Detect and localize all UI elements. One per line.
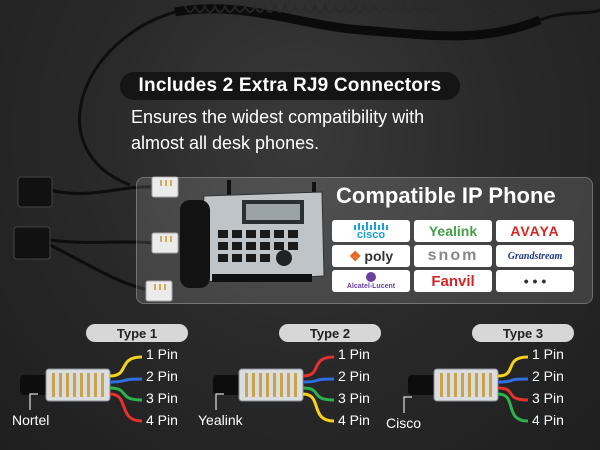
type-1-contact — [73, 373, 76, 397]
type-3-pin-3: 3 Pin — [532, 390, 564, 406]
type-3-contact — [454, 373, 457, 397]
type-1-wire-1 — [109, 355, 143, 378]
subtitle-line-1: Ensures the widest compatibility with — [131, 107, 425, 127]
type-2-pin-3: 3 Pin — [338, 390, 370, 406]
type-2-wire-1 — [302, 355, 335, 378]
type-1-wire-3 — [109, 386, 143, 402]
type-3-connector — [433, 368, 499, 402]
logo-yealink: Yealink — [414, 220, 492, 242]
type-2-contact — [245, 373, 248, 397]
type-2-contact — [287, 373, 290, 397]
type-1-contact — [59, 373, 62, 397]
logo-more: • • • — [496, 270, 574, 292]
type-2-contact — [252, 373, 255, 397]
type-3-contact — [447, 373, 450, 397]
logo-cisco: cisco — [332, 220, 410, 242]
type-3-pin-1: 1 Pin — [532, 346, 564, 362]
type-1-wiring — [20, 355, 143, 423]
compatible-ip-phone-title: Compatible IP Phone — [336, 183, 556, 208]
type-3-contact — [489, 373, 492, 397]
type-1-wire-2 — [109, 377, 143, 384]
type-1-pin-1: 1 Pin — [146, 346, 178, 362]
poly-icon: ❖ — [348, 247, 362, 264]
type-2-pin-2: 2 Pin — [338, 368, 370, 384]
type-2-wire-2 — [302, 377, 335, 384]
type-3-pin-4: 4 Pin — [532, 412, 564, 428]
logo-grandstream: Grandstream — [496, 245, 574, 267]
type-1-pin-2: 2 Pin — [146, 368, 178, 384]
type-3-brand-pointer — [403, 396, 412, 413]
type-1-brand-pointer — [29, 393, 38, 410]
type-1-contact — [52, 373, 55, 397]
subtitle-line-2: almost all desk phones. — [131, 133, 320, 153]
logo-avaya: AVAYA — [496, 220, 574, 242]
type-2-contact — [294, 373, 297, 397]
type-3-wire-1 — [497, 355, 529, 378]
type-1-pin-4: 4 Pin — [146, 412, 178, 428]
type-2-label: Type 2 — [279, 324, 381, 342]
type-1-cable — [20, 375, 50, 395]
type-1-contact — [101, 373, 104, 397]
type-1-contact — [80, 373, 83, 397]
type-2-wire-3 — [302, 386, 335, 402]
type-2-wire-4 — [302, 392, 335, 423]
type-3-wiring — [403, 355, 529, 423]
rj9-connectors-graphic — [13, 176, 179, 302]
type-1-pin-3: 3 Pin — [146, 390, 178, 406]
alcatel-icon — [366, 271, 376, 282]
type-3-pin-2: 2 Pin — [532, 368, 564, 384]
logo-poly: ❖ poly — [332, 245, 410, 267]
coiled-cord-graphic — [78, 3, 600, 187]
type-2-wiring — [213, 355, 335, 423]
type-1-connector — [45, 368, 111, 402]
type-3-contact — [482, 373, 485, 397]
type-3-wire-3 — [497, 386, 529, 402]
type-2-pin-1: 1 Pin — [338, 346, 370, 362]
type-2-contact — [280, 373, 283, 397]
type-1-contact — [94, 373, 97, 397]
wiring-diagrams-graphic — [20, 355, 529, 423]
type-2-brand-pointer — [215, 393, 224, 410]
type-1-label: Type 1 — [86, 324, 188, 342]
type-1-brand: Nortel — [12, 412, 50, 428]
type-1-contact — [66, 373, 69, 397]
subtitle: Ensures the widest compatibility with al… — [131, 104, 424, 156]
type-2-pin-4: 4 Pin — [338, 412, 370, 428]
desk-phone-graphic — [180, 180, 325, 288]
logo-alcatel: Alcatel-Lucent — [332, 270, 410, 292]
type-3-wire-4 — [497, 392, 529, 423]
type-3-contact — [468, 373, 471, 397]
type-3-contact — [461, 373, 464, 397]
cisco-bars-icon — [354, 222, 388, 230]
type-2-contact — [266, 373, 269, 397]
type-3-contact — [440, 373, 443, 397]
type-3-contact — [475, 373, 478, 397]
type-2-connector — [238, 368, 304, 402]
type-1-contact — [87, 373, 90, 397]
type-3-label: Type 3 — [472, 324, 574, 342]
type-3-wire-2 — [497, 377, 529, 384]
type-2-brand: Yealink — [198, 412, 243, 428]
type-2-contact — [259, 373, 262, 397]
logo-fanvil: Fanvil — [414, 270, 492, 292]
type-2-contact — [273, 373, 276, 397]
headline-banner: Includes 2 Extra RJ9 Connectors — [120, 72, 460, 100]
logo-snom: snom — [414, 245, 492, 267]
type-1-wire-4 — [109, 392, 143, 423]
type-3-brand: Cisco — [386, 415, 422, 431]
type-3-cable — [408, 375, 438, 395]
type-2-cable — [213, 375, 243, 395]
